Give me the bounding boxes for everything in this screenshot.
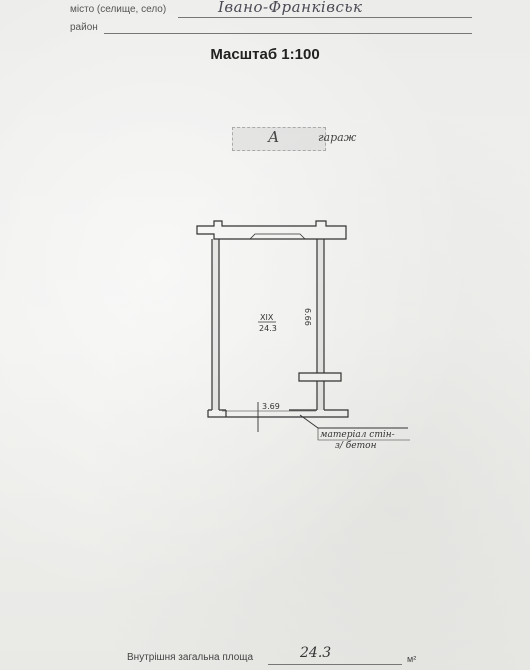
room-area: 24.3 [259,324,277,333]
district-line [104,33,472,34]
width-dimension: 3.69 [262,402,280,411]
material-line-1: матеріал стін- [320,430,395,440]
building-stamp [232,127,326,151]
length-dimension: 6.66 [303,308,312,326]
room-number: XIX [260,313,274,322]
right-wall [316,239,325,410]
scale-title: Масштаб 1:100 [210,46,320,63]
pilaster [298,372,342,382]
total-area-label: Внутрішня загальна площа [127,652,254,663]
city-label: місто (селище, село) [70,4,167,15]
total-area-line [268,664,402,665]
city-line [178,17,472,18]
top-wall [196,220,347,240]
city-value: Івано-Франківськ [218,0,363,16]
district-label: район [70,22,98,33]
total-area-unit: м² [407,654,417,664]
total-area-value: 24.3 [300,645,332,661]
bottom-wall [207,409,349,418]
material-line-2: з/ бетон [335,440,377,451]
building-type: гараж [318,131,357,144]
left-wall [211,239,220,410]
building-letter: А [268,128,280,146]
